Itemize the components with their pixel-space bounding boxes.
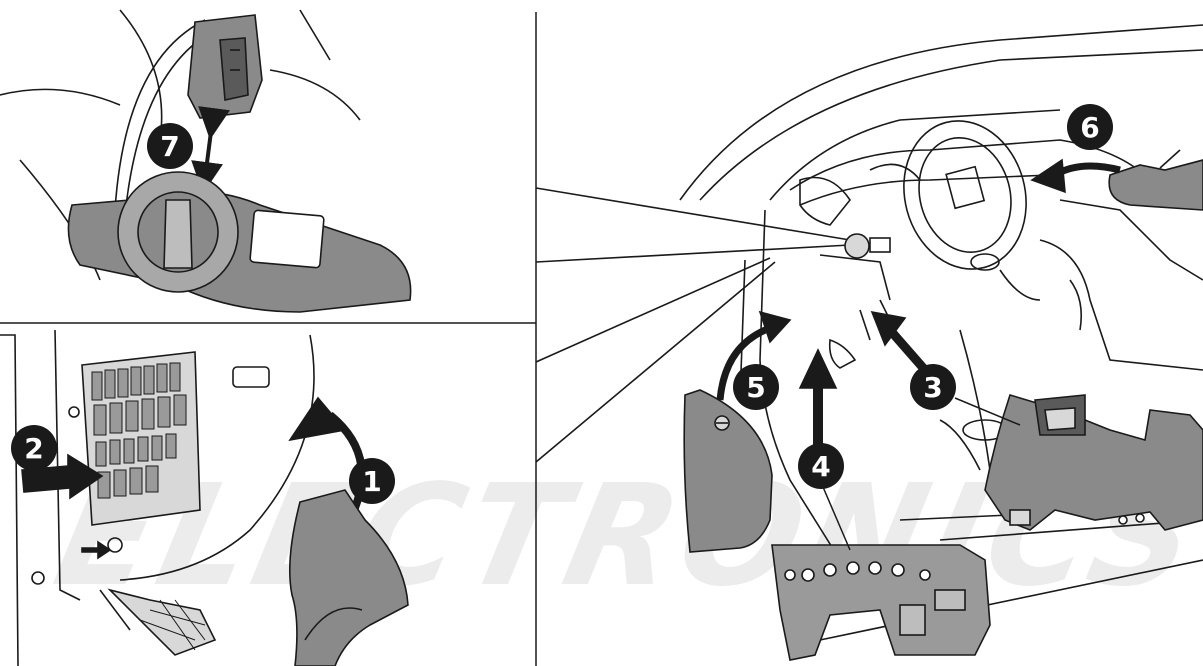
callout-1: 1 — [349, 458, 395, 504]
callout-3: 3 — [910, 364, 956, 410]
callout-2: 2 — [11, 425, 57, 471]
callout-7: 7 — [147, 123, 193, 169]
fuse-block — [82, 352, 200, 525]
callout-4: 4 — [798, 443, 844, 489]
side-panel-5 — [684, 390, 772, 552]
panel-dividers — [0, 12, 536, 666]
lower-cover — [290, 490, 408, 666]
lever-housing — [68, 191, 410, 312]
callout-6: 6 — [1067, 104, 1113, 150]
trim-piece-6 — [1109, 160, 1203, 210]
ignition-switch-panel — [0, 10, 411, 312]
fuse-box-panel — [0, 330, 408, 666]
pedal — [110, 590, 215, 655]
steering-wheel — [888, 107, 1043, 283]
callout-5: 5 — [733, 364, 779, 410]
